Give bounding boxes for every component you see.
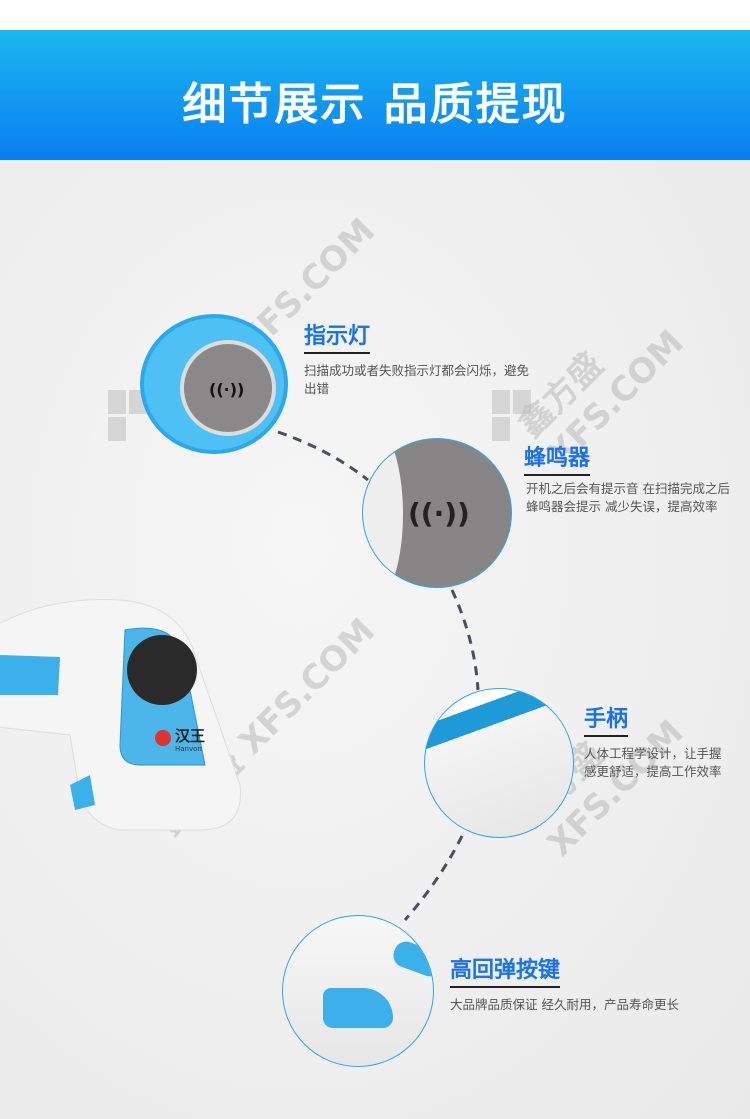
feature-title: 手柄 bbox=[584, 701, 629, 737]
feature-title: 指示灯 bbox=[304, 318, 371, 354]
sound-icon: ((·)) bbox=[408, 497, 470, 530]
handle-closeup bbox=[424, 688, 574, 838]
watermark-logo-icon bbox=[492, 390, 532, 442]
page-title: 细节展示 品质提现 bbox=[182, 79, 568, 130]
indicator-light-closeup: ((·)) bbox=[140, 314, 288, 454]
feature-desc: 大品牌品质保证 经久耐用，产品寿命更长 bbox=[450, 997, 679, 1012]
top-margin bbox=[0, 0, 750, 30]
watermark-logo-icon bbox=[108, 390, 148, 442]
brand-en: Hanvon bbox=[175, 745, 202, 753]
scanner-image: 汉王 Hanvon bbox=[0, 595, 250, 835]
buzzer-closeup: ((·)) bbox=[362, 438, 512, 588]
feature-desc: 人体工程学设计，让手握感更舒适，提高工作效率 bbox=[584, 746, 722, 779]
brand-logo: 汉王 bbox=[175, 727, 206, 745]
feature-title: 高回弹按键 bbox=[450, 952, 561, 988]
feature-desc: 开机之后会有提示音 在扫描完成之后蜂鸣器会提示 减少失误，提高效率 bbox=[526, 481, 730, 514]
feature-title: 蜂鸣器 bbox=[524, 440, 591, 476]
sound-icon: ((·)) bbox=[209, 380, 245, 399]
trigger-closeup bbox=[282, 915, 434, 1067]
feature-desc: 扫描成功或者失败指示灯都会闪烁，避免出错 bbox=[304, 363, 530, 396]
header-banner: 细节展示 品质提现 bbox=[0, 30, 750, 160]
